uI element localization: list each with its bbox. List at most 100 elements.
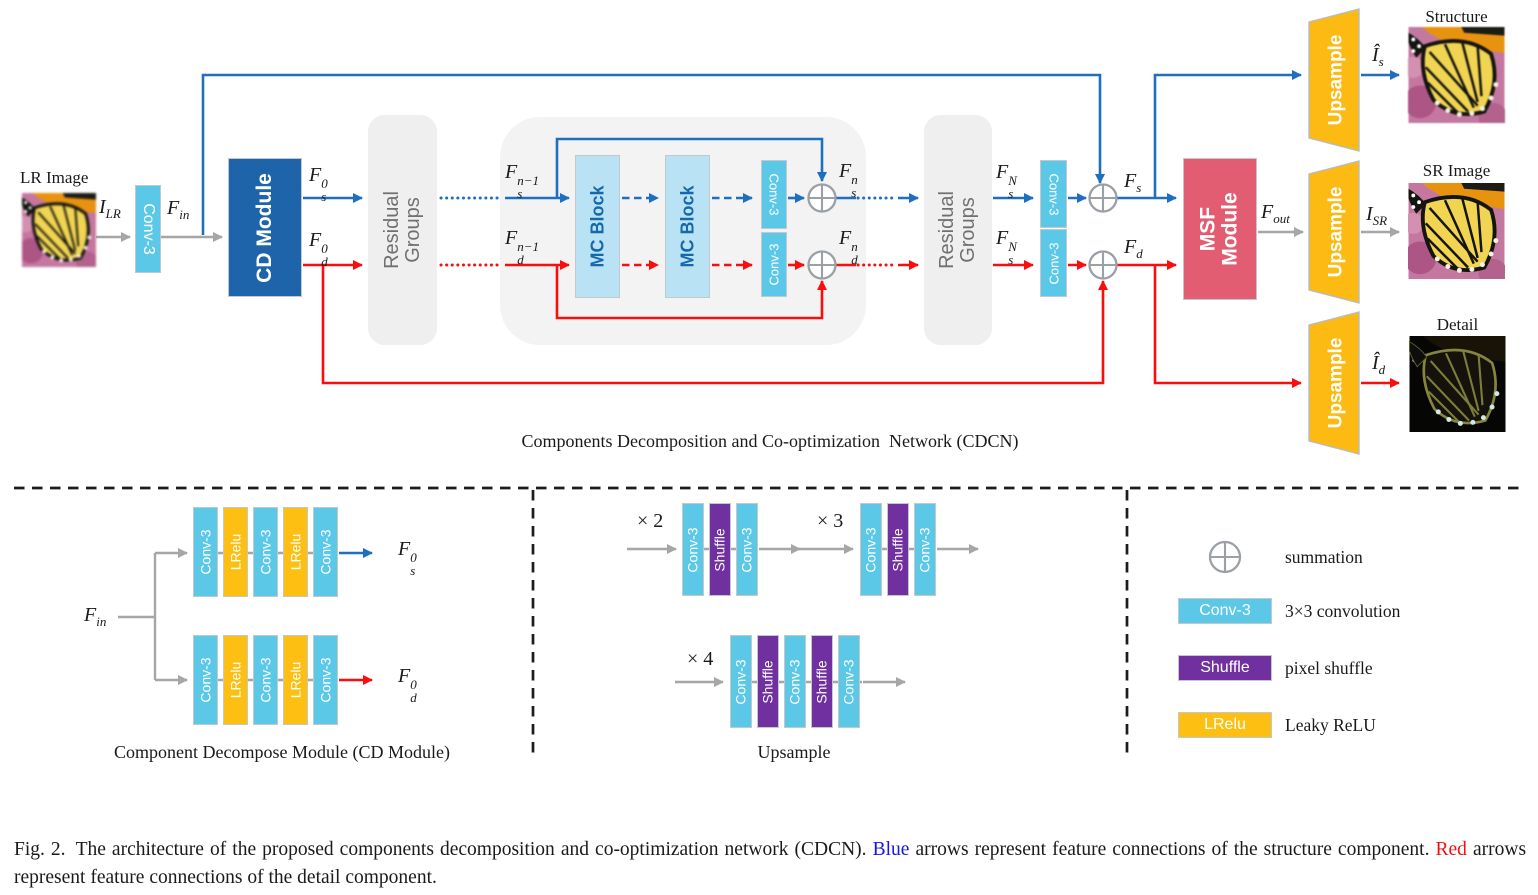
cdcn-title: Components Decomposition and Co-optimiza… [521, 431, 1019, 451]
lr-image [22, 193, 96, 267]
blue-connections [201, 70, 1400, 558]
ups-x4-shuffle1: Shuffle [757, 635, 779, 728]
mc-block-2: MC Block [665, 155, 710, 298]
legend-conv3-swatch-label: Conv-3 [1199, 602, 1251, 619]
cd-bottom-lrelu1: LRelu [223, 635, 248, 725]
sr-image-label: SR Image [1422, 161, 1491, 180]
msf-module-label-line2: Module [1219, 192, 1242, 266]
cd-top-conv2-label: Conv-3 [257, 529, 274, 575]
residual-groups-1-label-line1: Residual [380, 191, 403, 269]
conv3-final-bottom-block: Conv-3 [1040, 229, 1067, 297]
upsample-structure-block: Upsample [1308, 8, 1360, 152]
upsample-detail-label: Upsample [1326, 338, 1347, 429]
cd-top-lrelu1-label: LRelu [227, 533, 244, 571]
legend-lrelu-swatch: LRelu [1178, 712, 1272, 738]
detail-image [1409, 336, 1506, 432]
ups-x4-shuffle2: Shuffle [811, 635, 833, 728]
caption-blue-word: Blue [872, 839, 910, 860]
summation-nodes [807, 183, 1242, 574]
upsample-structure-label: Upsample [1326, 35, 1347, 126]
cd-top-conv1: Conv-3 [193, 507, 218, 597]
mc-block-1-label: MC Block [587, 185, 608, 268]
ups-x4-shuffle2-label: Shuffle [814, 659, 830, 704]
legend-conv3-text: 3×3 convolution [1285, 601, 1401, 621]
ups-x4-conv3-label: Conv-3 [841, 658, 858, 705]
ups-x4-shuffle1-label: Shuffle [760, 659, 776, 704]
legend-shuffle-text: pixel shuffle [1285, 658, 1373, 678]
caption-part1: The architecture of the proposed compone… [75, 839, 867, 860]
summation-fs-n [807, 183, 837, 213]
ups-x3-shuffle: Shuffle [887, 503, 909, 596]
cd-panel-caption: Component Decompose Module (CD Module) [114, 742, 450, 762]
summation-legend-symbol [1208, 540, 1242, 574]
caption-part2: arrows represent feature connections of … [915, 839, 1430, 860]
conv3-mc-bottom-label: Conv-3 [766, 243, 782, 286]
mc-block-1: MC Block [575, 155, 620, 298]
legend-shuffle-swatch: Shuffle [1178, 655, 1272, 681]
ups-x3-conv1: Conv-3 [860, 503, 882, 596]
residual-groups-2-label-line2: Groups [957, 197, 980, 263]
cd-top-lrelu1: LRelu [223, 507, 248, 597]
msf-module-label-line1: MSF [1196, 206, 1220, 252]
figure-number: Fig. 2. [14, 839, 66, 860]
cd-bottom-conv1: Conv-3 [193, 635, 218, 725]
cd-bottom-conv2-label: Conv-3 [257, 657, 274, 703]
conv3-final-top-label: Conv-3 [1046, 173, 1062, 215]
conv3-final-bottom-label: Conv-3 [1046, 242, 1062, 284]
summation-fs [1088, 183, 1118, 213]
cd-module-label: CD Module [253, 172, 276, 283]
cd-bottom-lrelu2-label: LRelu [287, 661, 304, 699]
legend-summation-text: summation [1285, 547, 1363, 567]
ups-x4-conv1: Conv-3 [730, 635, 752, 728]
panel-separators [14, 486, 1524, 757]
label-f-in: Fin [167, 197, 190, 222]
conv3-input-label: Conv-3 [140, 203, 158, 255]
upsample-detail-block: Upsample [1308, 311, 1360, 455]
label-i-hat-d: Îd [1372, 352, 1386, 377]
cd-bottom-lrelu1-label: LRelu [227, 661, 244, 699]
detail-label: Detail [1436, 315, 1479, 334]
label-i-sr: ISR [1366, 203, 1388, 228]
summation-fd [1088, 250, 1118, 280]
ups-x4-conv2-label: Conv-3 [787, 658, 804, 705]
upsample-x2-label: × 2 [637, 510, 664, 532]
legend-shuffle-swatch-label: Shuffle [1200, 659, 1250, 676]
ups-x2-conv2: Conv-3 [736, 503, 758, 596]
upsample-x3-label: × 3 [817, 510, 844, 532]
caption-red-word: Red [1435, 839, 1467, 860]
conv3-input-block: Conv-3 [135, 185, 161, 273]
ups-x3-shuffle-label: Shuffle [890, 527, 906, 572]
conv3-final-top-block: Conv-3 [1040, 160, 1067, 228]
conv3-mc-bottom-block: Conv-3 [761, 232, 787, 297]
ups-x4-conv2: Conv-3 [784, 635, 806, 728]
label-f-s: Fs [1124, 170, 1142, 195]
cd-bottom-lrelu2: LRelu [283, 635, 308, 725]
ups-x4-conv1-label: Conv-3 [733, 658, 750, 705]
residual-groups-1-label-line2: Groups [401, 197, 424, 263]
label-f-d: Fd [1124, 236, 1143, 261]
ups-x4-conv3: Conv-3 [838, 635, 860, 728]
cd-bottom-conv3: Conv-3 [313, 635, 338, 725]
summation-fd-n [807, 250, 837, 280]
label-f-out: Fout [1261, 201, 1290, 226]
sr-image [1408, 183, 1505, 279]
cd-top-lrelu2-label: LRelu [287, 533, 304, 571]
red-connections [303, 260, 1400, 685]
lr-image-label: LR Image [20, 168, 89, 187]
upsample-panel-caption: Upsample [757, 742, 831, 762]
figure-caption: Fig. 2. The architecture of the proposed … [14, 836, 1526, 891]
ups-x2-shuffle: Shuffle [709, 503, 731, 596]
legend-conv3-swatch: Conv-3 [1178, 598, 1272, 624]
label-i-hat-s: Îs [1372, 44, 1384, 69]
structure-label: Structure [1425, 7, 1488, 26]
